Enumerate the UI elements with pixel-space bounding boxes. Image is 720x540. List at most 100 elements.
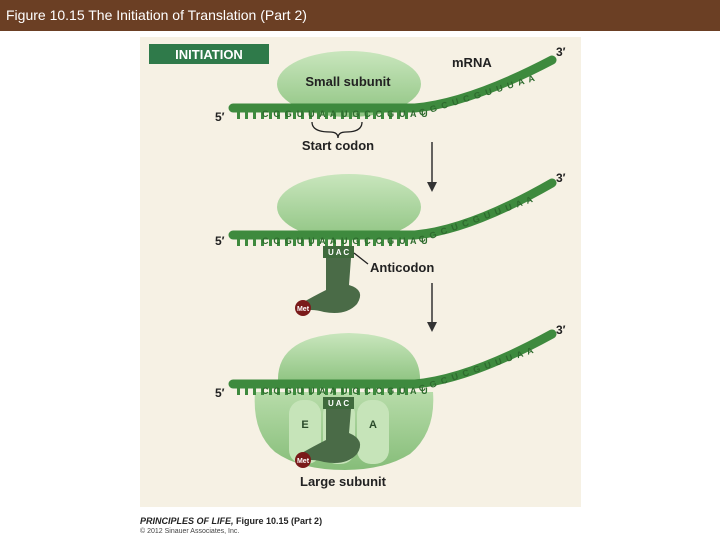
mrna-base-tick <box>341 110 344 119</box>
mrna-base-tick <box>389 386 392 395</box>
page-title: Figure 10.15 The Initiation of Translati… <box>6 7 307 23</box>
mrna-base-tick <box>365 237 368 246</box>
small-subunit-1 <box>277 51 421 117</box>
mrna-sequence-tail-2: C G C U C G U U U A A <box>417 194 535 245</box>
mrna-strand-2 <box>228 178 557 246</box>
mrna-base-tick <box>405 237 408 246</box>
mrna-strand-3 <box>228 329 557 395</box>
five-prime-1: 5′ <box>215 110 225 124</box>
mrna-base-tick <box>405 110 408 119</box>
mrna-base-tick <box>397 237 400 246</box>
mrna-base-tick <box>261 386 264 395</box>
mrna-base-tick <box>301 237 304 246</box>
small-subunit-2 <box>277 174 421 240</box>
mrna-base-tick <box>237 237 240 246</box>
mrna-base-tick <box>253 386 256 395</box>
initiation-banner <box>149 44 269 64</box>
mrna-base-tick <box>237 386 240 395</box>
trna-3 <box>300 397 361 463</box>
mrna-base-tick <box>397 386 400 395</box>
mrna-label: mRNA <box>452 55 492 70</box>
small-subunit-label: Small subunit <box>305 74 391 89</box>
mrna-base-tick <box>341 237 344 246</box>
mrna-base-tick <box>389 237 392 246</box>
banner-label: INITIATION <box>175 47 243 62</box>
arrow-2-head <box>427 322 437 332</box>
mrna-sequence-2: C C G U U A A U G C C G U A U <box>262 236 429 246</box>
large-subunit-label: Large subunit <box>300 474 387 489</box>
mrna-base-tick <box>309 386 312 395</box>
mrna-base-tick <box>357 110 360 119</box>
site-a-label: A <box>369 419 377 431</box>
mrna-base-tick <box>325 110 328 119</box>
mrna-base-tick <box>373 110 376 119</box>
met-label-2: Met <box>297 306 310 313</box>
mrna-base-tick <box>381 237 384 246</box>
mrna-base-tick <box>373 386 376 395</box>
mrna-base-tick <box>269 237 272 246</box>
mrna-base-tick <box>309 110 312 119</box>
mrna-base-tick <box>301 386 304 395</box>
mrna-base-tick <box>237 110 240 119</box>
mrna-base-tick <box>277 110 280 119</box>
mrna-base-tick <box>373 237 376 246</box>
mrna-base-tick <box>333 386 336 395</box>
mrna-base-tick <box>317 110 320 119</box>
mrna-base-tick <box>397 110 400 119</box>
mrna-base-tick <box>349 110 352 119</box>
mrna-base-tick <box>269 110 272 119</box>
mrna-base-tick <box>293 237 296 246</box>
mrna-sequence-1: C C G U U A A U G C C G U A U <box>262 109 429 119</box>
mrna-base-tick <box>405 386 408 395</box>
footer-book: PRINCIPLES OF LIFE, <box>140 516 234 526</box>
five-prime-2: 5′ <box>215 234 225 248</box>
mrna-base-tick <box>261 110 264 119</box>
mrna-base-tick <box>357 386 360 395</box>
mrna-base-tick <box>253 110 256 119</box>
anticodon-letters-3: U A C <box>328 399 349 408</box>
arrow-1-head <box>427 182 437 192</box>
footer-citation: PRINCIPLES OF LIFE, Figure 10.15 (Part 2… <box>140 516 322 526</box>
mrna-base-tick <box>389 110 392 119</box>
met-label-3: Met <box>297 458 310 465</box>
site-e-label: E <box>301 419 308 431</box>
mrna-base-tick <box>317 386 320 395</box>
mrna-base-tick <box>349 386 352 395</box>
mrna-base-tick <box>341 386 344 395</box>
mrna-base-tick <box>277 386 280 395</box>
small-subunit-3 <box>277 333 421 382</box>
mrna-base-tick <box>333 110 336 119</box>
start-codon-label: Start codon <box>302 138 374 153</box>
three-prime-1: 3′ <box>556 45 566 59</box>
mrna-sequence-tail-1: C G C U C G U U U A A <box>418 73 537 118</box>
mrna-base-tick <box>381 386 384 395</box>
trna-2 <box>300 246 361 313</box>
mrna-base-tick <box>277 237 280 246</box>
mrna-base-tick <box>253 237 256 246</box>
anticodon-pointer <box>353 252 369 265</box>
site-a <box>357 400 389 464</box>
mrna-base-tick <box>245 237 248 246</box>
mrna-sequence-tail-3: C G C U C G U U U A A <box>417 345 535 394</box>
start-codon-bracket <box>311 121 363 139</box>
mrna-base-tick <box>365 386 368 395</box>
three-prime-2: 3′ <box>556 171 566 185</box>
anticodon-label: Anticodon <box>370 260 434 275</box>
met-3 <box>295 452 311 468</box>
mrna-base-tick <box>333 237 336 246</box>
mrna-strand-1 <box>228 55 557 119</box>
mrna-base-tick <box>285 237 288 246</box>
footer-copyright: © 2012 Sinauer Associates, Inc. <box>140 528 240 535</box>
mrna-base-tick <box>357 237 360 246</box>
mrna-base-tick <box>317 237 320 246</box>
mrna-base-tick <box>325 237 328 246</box>
mrna-base-tick <box>309 237 312 246</box>
mrna-base-tick <box>365 110 368 119</box>
anticodon-letters-2: U A C <box>328 248 349 257</box>
mrna-base-tick <box>293 110 296 119</box>
mrna-base-tick <box>269 386 272 395</box>
mrna-sequence-3: C C G U U A A U G C C G U A U <box>262 386 429 396</box>
mrna-base-tick <box>349 237 352 246</box>
five-prime-3: 5′ <box>215 386 225 400</box>
